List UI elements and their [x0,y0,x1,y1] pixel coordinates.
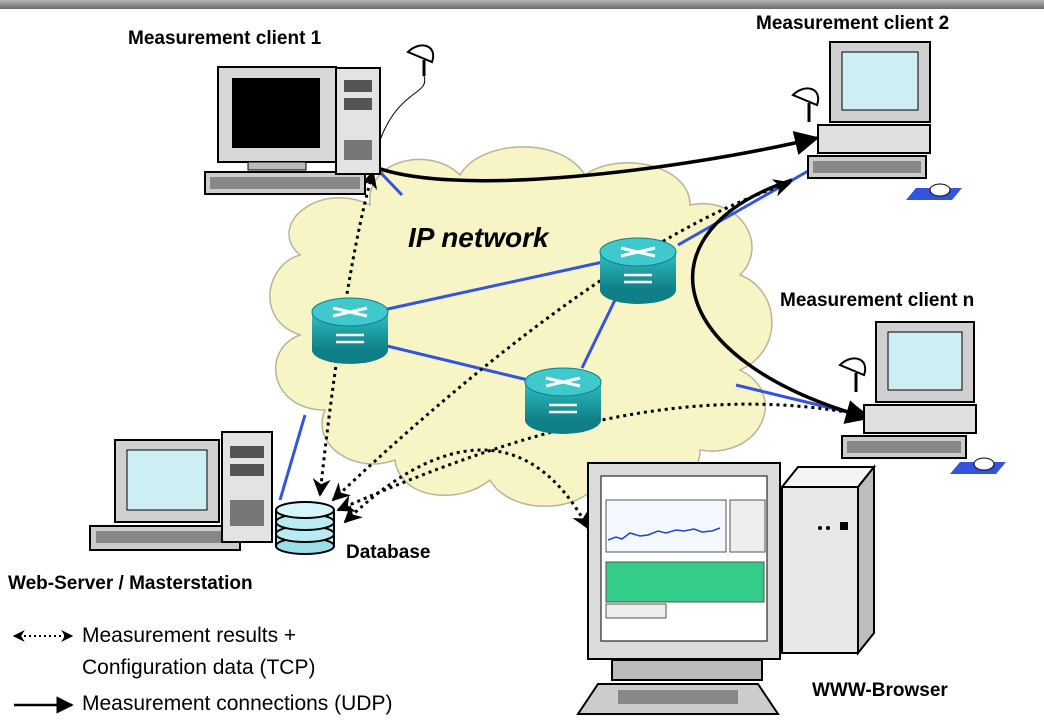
www-browser-label: WWW-Browser [812,680,948,701]
router-icon [524,367,602,434]
router-icon [311,297,389,364]
master-station-computer-icon [89,431,273,551]
client-1-label: Measurement client 1 [128,28,322,49]
client-1-computer-icon [204,66,381,195]
router-icon [599,237,677,304]
legend-udp-label: Measurement connections (UDP) [82,692,393,715]
database-label: Database [346,542,431,563]
www-browser-computer-icon [576,462,877,715]
client-2-label: Measurement client 2 [756,13,950,34]
client-n-computer-icon [841,321,1006,474]
satellite-dish-icon [379,44,435,141]
ip-network-label: IP network [408,222,549,253]
master-station-label: Web-Server / Masterstation [8,573,253,594]
satellite-dish-icon [791,87,820,122]
legend-tcp-label-line1: Measurement results + [82,624,297,647]
header-bar [0,0,1044,9]
database-icon [275,501,335,555]
client-n-label: Measurement client n [780,290,975,311]
client-2-computer-icon [807,41,962,200]
satellite-dish-icon [838,357,867,392]
legend-tcp-label-line2: Configuration data (TCP) [82,656,316,679]
